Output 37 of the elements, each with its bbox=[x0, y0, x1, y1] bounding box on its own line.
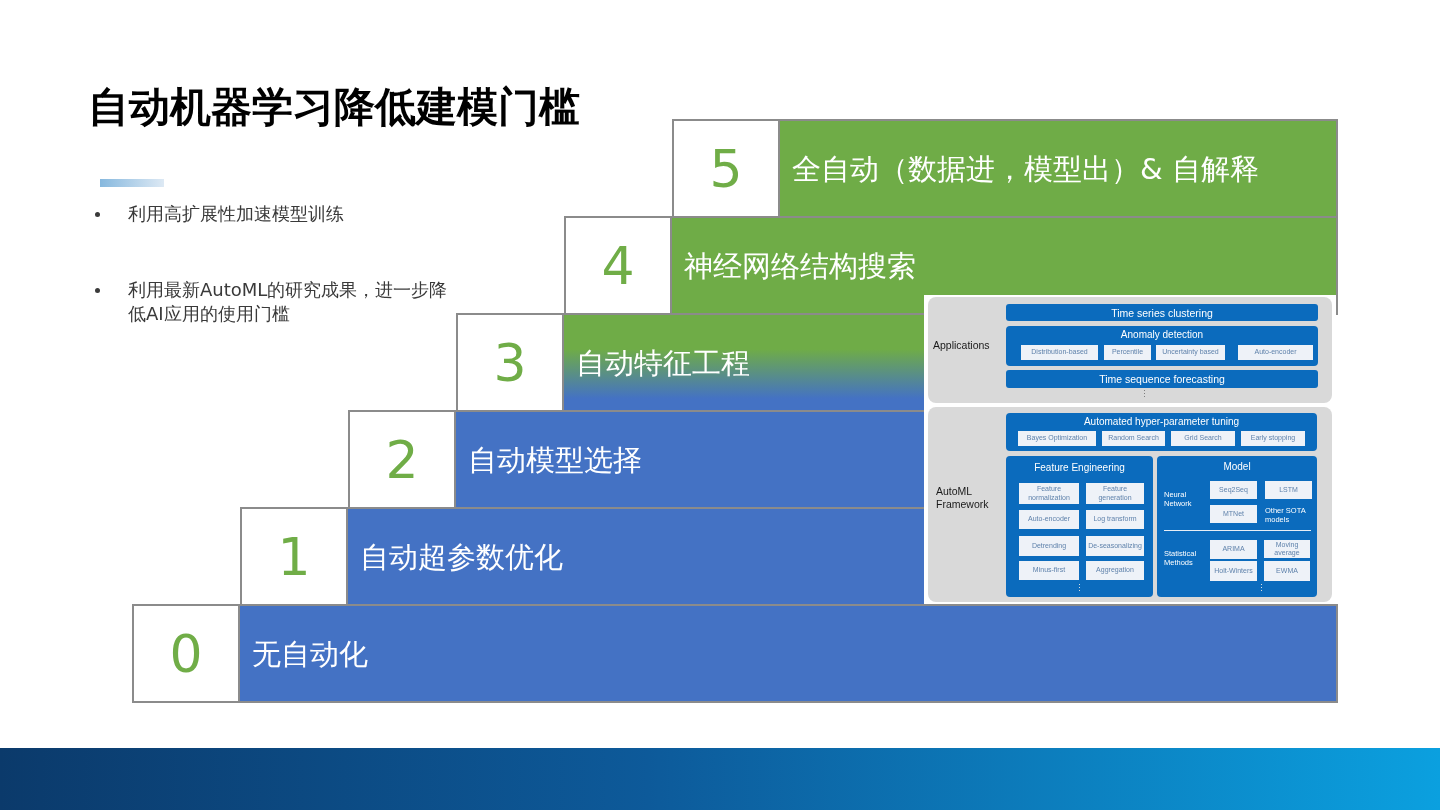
bullet-text: 利用最新AutoML的研究成果，进一步降低AI应用的使用门槛 bbox=[128, 278, 449, 326]
vertical-ellipsis: ⋮ bbox=[1256, 582, 1266, 595]
application-bar: Time sequence forecasting bbox=[1006, 370, 1318, 388]
section-title: Model bbox=[1222, 460, 1252, 474]
step-number: 1 bbox=[242, 509, 348, 604]
step-number: 3 bbox=[458, 315, 564, 410]
step-bar bbox=[456, 313, 924, 412]
step-label: 全自动（数据进，模型出）& 自解释 bbox=[792, 151, 1259, 187]
step-bar bbox=[132, 604, 1338, 703]
section-title: Automated hyper-parameter tuning bbox=[1082, 415, 1241, 429]
application-bar: Time series clustering bbox=[1006, 304, 1318, 321]
section-box bbox=[1006, 456, 1153, 597]
section-title: Anomaly detection bbox=[1119, 328, 1205, 342]
step-bar bbox=[348, 410, 924, 509]
vertical-ellipsis: ⋮ bbox=[1074, 582, 1084, 595]
step-label: 自动模型选择 bbox=[468, 442, 642, 478]
step-number: 2 bbox=[350, 412, 456, 507]
slide-title: 自动机器学习降低建模门槛 bbox=[88, 82, 580, 133]
step-bar bbox=[672, 119, 1338, 218]
section-box bbox=[1006, 326, 1318, 366]
section-box bbox=[1006, 413, 1317, 451]
panel-label: Applications bbox=[933, 339, 991, 353]
step-label: 无自动化 bbox=[252, 636, 368, 672]
step-label: 自动特征工程 bbox=[576, 345, 750, 381]
step-number: 0 bbox=[134, 606, 240, 701]
category-panel bbox=[928, 297, 1332, 403]
panel-label: AutoML Framework bbox=[936, 485, 990, 512]
category-panel bbox=[928, 407, 1332, 602]
step-number: 5 bbox=[674, 121, 780, 216]
section-title: Feature Engineering bbox=[1033, 461, 1126, 475]
section-box bbox=[1157, 456, 1317, 597]
bullet-text: 利用高扩展性加速模型训练 bbox=[128, 202, 345, 226]
step-label: 自动超参数优化 bbox=[360, 539, 563, 575]
step-label: 神经网络结构搜索 bbox=[684, 248, 916, 284]
step-number: 4 bbox=[566, 218, 672, 313]
step-bar bbox=[240, 507, 924, 606]
vertical-ellipsis: ⋮ bbox=[1139, 388, 1149, 401]
